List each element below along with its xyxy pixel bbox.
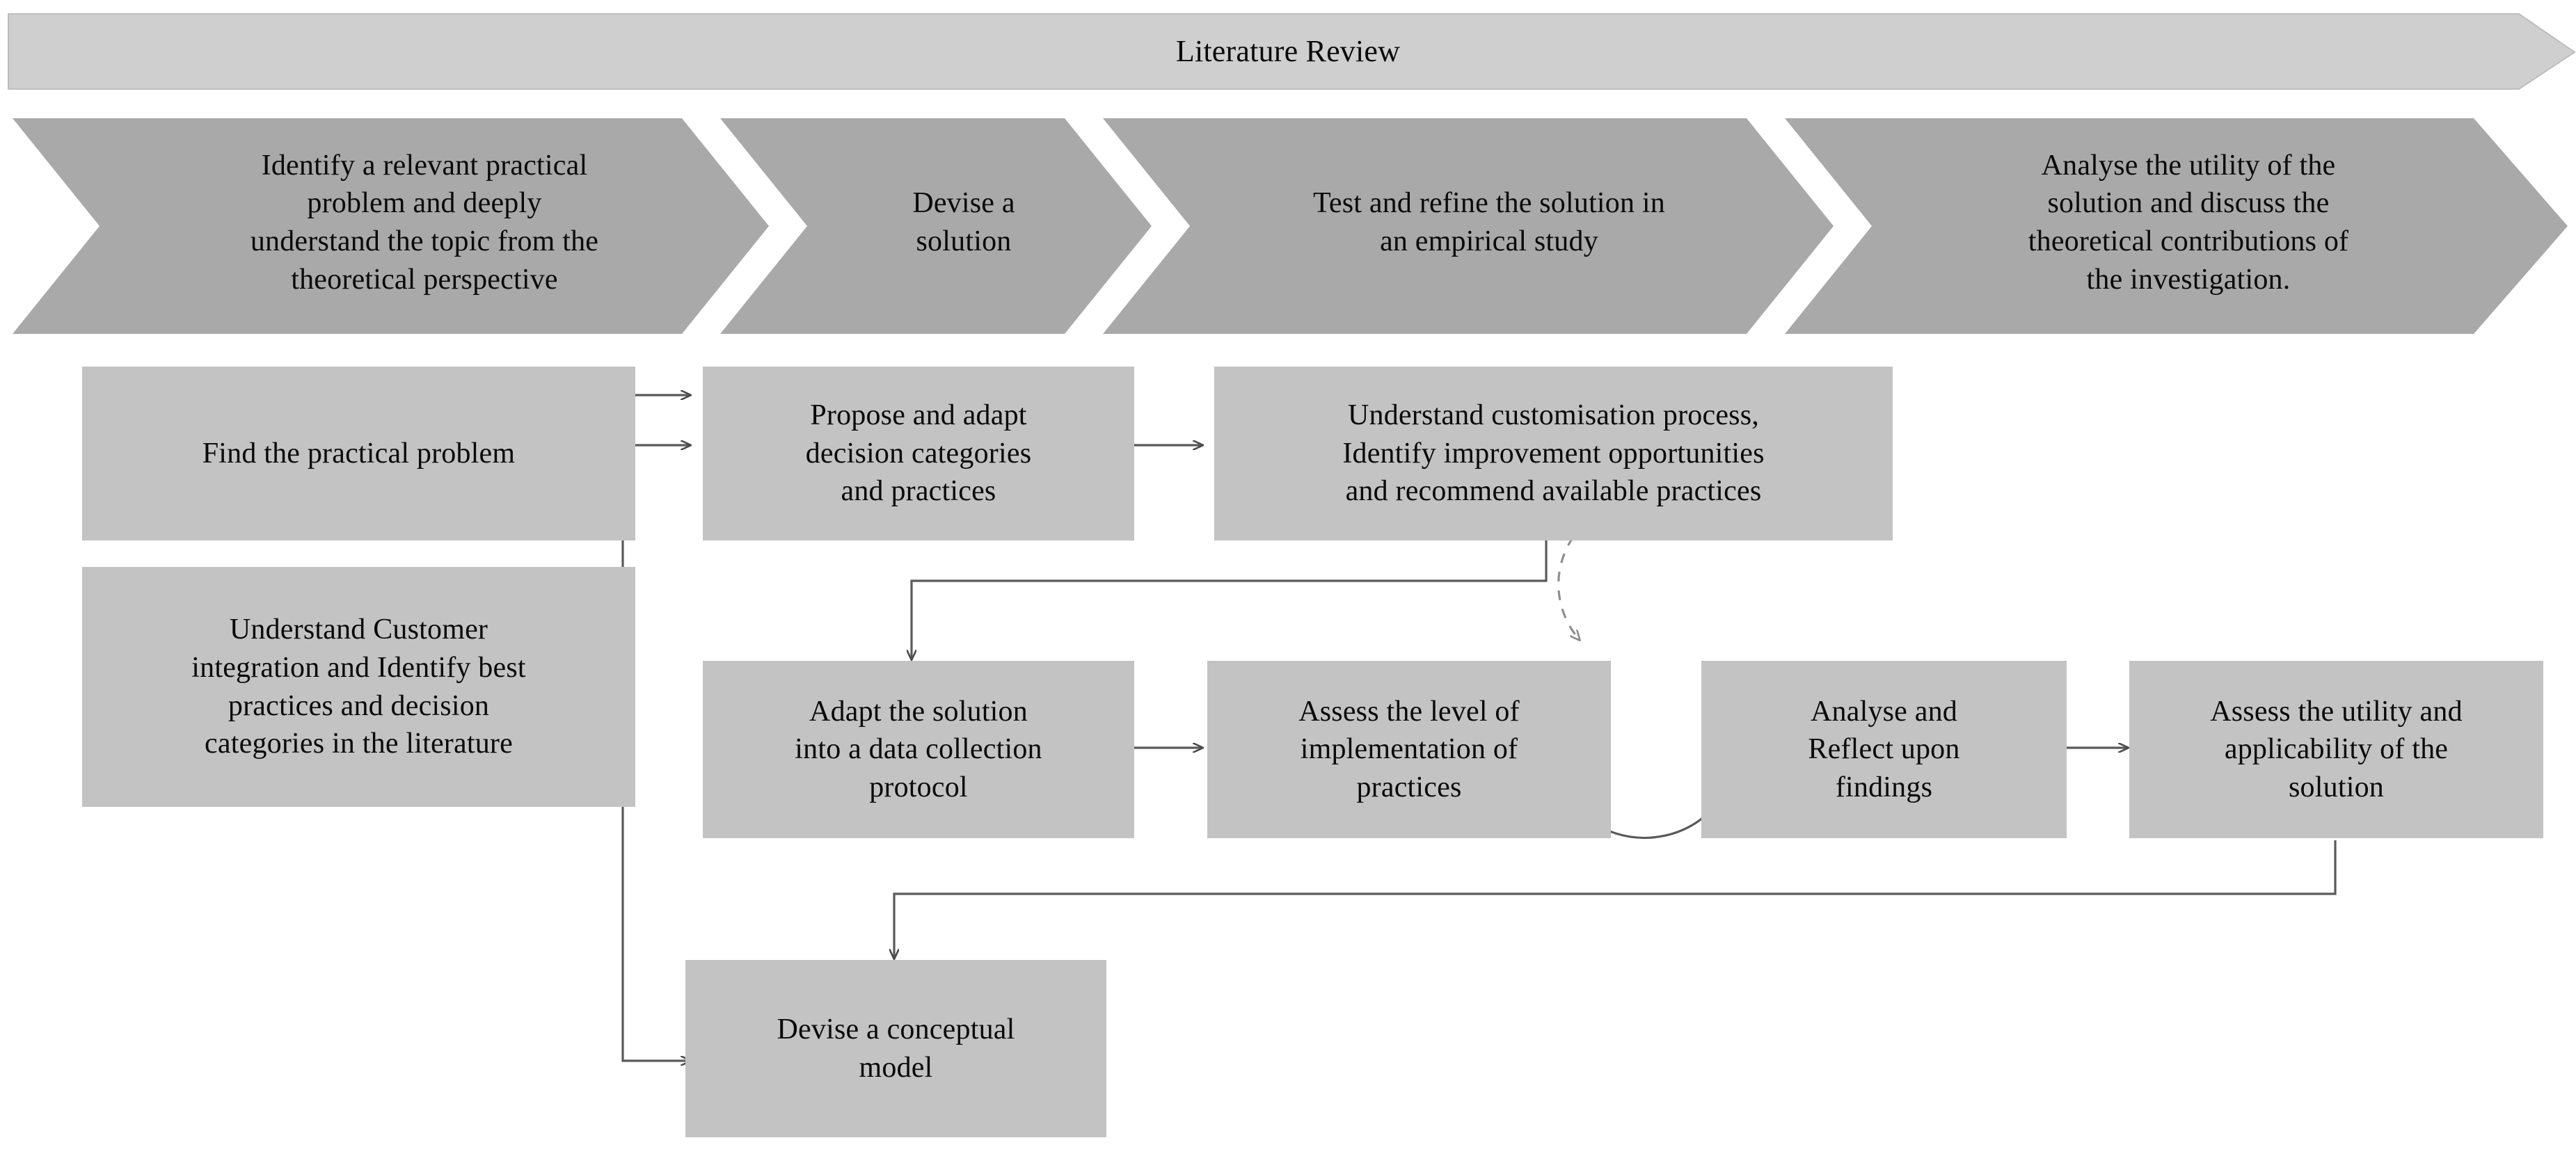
chevron-shape-2 bbox=[720, 118, 1152, 334]
box-adapt-solution-protocol[interactable]: Adapt the solution into a data collectio… bbox=[703, 661, 1134, 838]
box-label: Adapt the solution into a data collectio… bbox=[795, 695, 1042, 803]
box-assess-utility-applicability[interactable]: Assess the utility and applicability of … bbox=[2129, 661, 2543, 838]
box-understand-customisation[interactable]: Understand customisation process, Identi… bbox=[1214, 367, 1893, 540]
box-find-practical-problem[interactable]: Find the practical problem bbox=[82, 367, 635, 540]
chevron-shape-3 bbox=[1103, 118, 1834, 334]
box-understand-customer[interactable]: Understand Customer integration and Iden… bbox=[82, 567, 635, 807]
box-label: Find the practical problem bbox=[202, 437, 516, 470]
box-label: Understand Customer integration and Iden… bbox=[191, 614, 526, 760]
box-propose-adapt[interactable]: Propose and adapt decision categories an… bbox=[703, 367, 1134, 540]
box-label: Devise a conceptual model bbox=[777, 1013, 1015, 1084]
box-label: Assess the utility and applicability of … bbox=[2210, 695, 2463, 803]
connector-assess-utility-to-devise bbox=[894, 840, 2337, 959]
chevron-shape-1 bbox=[13, 118, 769, 334]
box-label: Understand customisation process, Identi… bbox=[1342, 399, 1765, 508]
connector-customisation-to-adapt bbox=[912, 536, 1548, 659]
box-assess-level-implementation[interactable]: Assess the level of implementation of pr… bbox=[1207, 661, 1611, 838]
phase-chevron-bar bbox=[13, 118, 2568, 334]
box-label: Analyse and Reflect upon findings bbox=[1808, 695, 1960, 803]
literature-review-banner bbox=[8, 13, 2576, 90]
box-label: Assess the level of implementation of pr… bbox=[1298, 695, 1520, 803]
chevron-shape-4 bbox=[1785, 118, 2568, 334]
box-devise-conceptual-model[interactable]: Devise a conceptual model bbox=[685, 960, 1106, 1137]
box-analyse-reflect[interactable]: Analyse and Reflect upon findings bbox=[1701, 661, 2067, 838]
box-label: Propose and adapt decision categories an… bbox=[805, 399, 1032, 508]
